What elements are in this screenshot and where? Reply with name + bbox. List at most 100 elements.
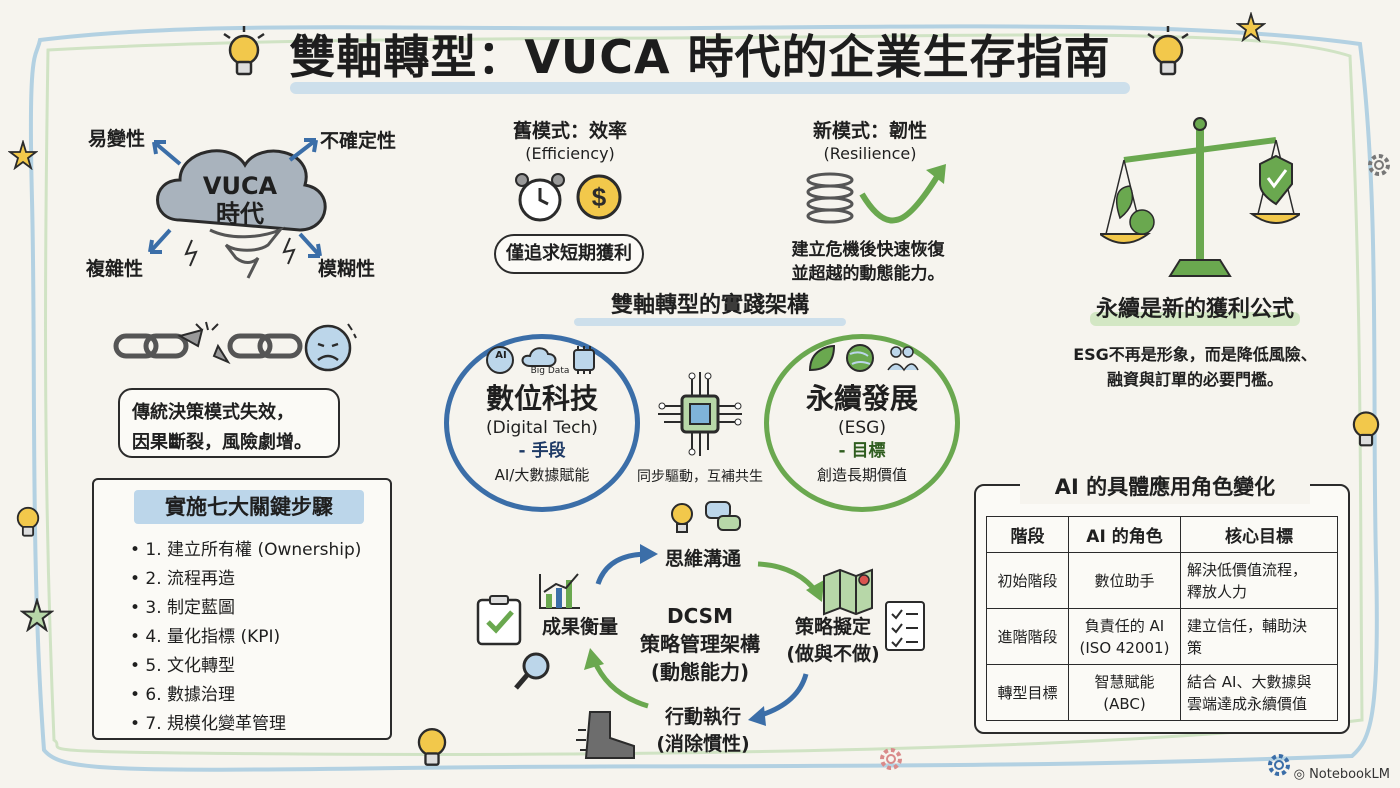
step-item: • 6. 數據治理 (130, 685, 236, 705)
ai-title-mask (1020, 470, 1310, 504)
dcsm-center-subtitle: 策略管理架構 (640, 632, 760, 656)
new-model-title: 新模式：韌性 (812, 120, 927, 142)
lightbulb-icon (1147, 26, 1189, 76)
worried-face-icon (304, 323, 357, 372)
dcsm-strategy: 策略擬定 (794, 616, 871, 638)
table-cell: 進階階段 (986, 608, 1069, 665)
table-cell: 負責任的 AI (ISO 42001) (1068, 608, 1181, 665)
dollar-coin-icon: $ (576, 174, 622, 220)
sustain-title-highlight (1090, 312, 1300, 326)
ai-table-header: 核心目標 (1180, 516, 1338, 553)
vuca-volatility: 易變性 (88, 128, 146, 150)
map-pin-icon (823, 568, 873, 616)
broken-decision-bubble: 傳統決策模式失效， 因果斷裂，風險劇增。 (118, 388, 340, 458)
table-cell: 初始階段 (986, 552, 1069, 609)
checklist-icon (885, 601, 925, 651)
step-item: • 7. 規模化變革管理 (130, 714, 287, 734)
steps-title: 實施七大關鍵步驟 (134, 490, 364, 524)
circuit-chip-icon (658, 372, 742, 456)
step-item: • 1. 建立所有權 (Ownership) (130, 540, 362, 560)
dcsm-cycle-arrows (584, 544, 824, 726)
big-data-icon-label: Big Data (530, 366, 570, 376)
page-title: 雙軸轉型：VUCA 時代的企業生存指南 (289, 30, 1111, 84)
gear-icon (1268, 754, 1290, 776)
spring-growth-icon (806, 164, 946, 224)
framework-sync: 同步驅動，互補共生 (637, 469, 763, 485)
table-cell: 結合 AI、大數據與 雲端達成永續價值 (1180, 664, 1338, 721)
notebooklm-watermark: ◎ NotebookLM (1293, 767, 1390, 782)
ai-table-title: AI 的具體應用角色變化 (1054, 475, 1276, 499)
vuca-cloud-sub: 時代 (216, 200, 264, 228)
old-model-subtitle: (Efficiency) (525, 144, 615, 163)
ai-icon-label: AI (495, 350, 507, 361)
dcsm-thinking: 思維溝通 (664, 548, 741, 570)
storm-cloud-icon (156, 149, 327, 279)
vuca-ambiguity: 模糊性 (318, 258, 376, 280)
dcsm-measure: 成果衡量 (541, 616, 618, 638)
gear-icon (1368, 154, 1390, 176)
table-cell: 智慧賦能 (ABC) (1068, 664, 1181, 721)
magnifier-icon (514, 652, 550, 690)
digital-title: 數位科技 (485, 382, 598, 415)
lightbulb-icon (223, 26, 265, 76)
star-icon (8, 140, 38, 170)
vuca-complexity: 複雜性 (86, 258, 144, 280)
dcsm-center-note: (動態能力) (650, 660, 750, 684)
digital-circle (444, 334, 640, 512)
digital-subtitle: (Digital Tech) (486, 418, 598, 438)
title-highlight (290, 82, 1130, 94)
ai-role-table: 階段 AI 的角色 核心目標 初始階段數位助手解決低價值流程， 釋放人力進階階段… (986, 516, 1338, 721)
vuca-arrows (148, 138, 322, 258)
framework-title-underline (574, 318, 846, 326)
bulb-chat-icon (671, 501, 741, 533)
steps-list: • 1. 建立所有權 (Ownership) • 2. 流程再造 • 3. 制定藍圖… (112, 536, 382, 739)
table-cell: 建立信任，輔助決 策 (1180, 608, 1338, 665)
new-model-subtitle: (Resilience) (823, 144, 917, 163)
dcsm-strategy-sub: (做與不做) (786, 643, 880, 665)
clipboard-check-icon (476, 595, 522, 646)
dcsm-center-title: DCSM (667, 604, 733, 628)
esg-title: 永續發展 (805, 382, 918, 415)
steps-card: 實施七大關鍵步驟 • 1. 建立所有權 (Ownership) • 2. 流程再造… (92, 478, 392, 740)
leaf-globe-people-icons (808, 344, 919, 372)
step-item: • 4. 量化指標 (KPI) (130, 627, 281, 647)
table-row: 進階階段負責任的 AI (ISO 42001)建立信任，輔助決 策 (986, 608, 1338, 665)
new-model-desc: 建立危機後快速恢復 並超越的動態能力。 (791, 240, 945, 284)
ai-bigdata-chip-icons (486, 346, 595, 374)
dcsm-action-sub: (消除慣性) (656, 733, 750, 755)
dcsm-action: 行動執行 (664, 706, 741, 728)
table-cell: 數位助手 (1068, 552, 1181, 609)
lightbulb-icon (16, 506, 40, 537)
sustain-desc: ESG不再是形象，而是降低風險、 融資與訂單的必要門檻。 (1073, 345, 1317, 389)
alarm-clock-icon (515, 173, 565, 222)
table-row: 初始階段數位助手解決低價值流程， 釋放人力 (986, 552, 1338, 609)
vuca-uncertainty: 不確定性 (320, 130, 397, 152)
gear-icon (880, 748, 902, 770)
old-model-bubble: 僅追求短期獲利 (494, 234, 644, 274)
star-icon (1236, 12, 1266, 42)
old-model-title: 舊模式：效率 (512, 120, 627, 142)
notebooklm-icon: ◎ (1293, 767, 1310, 782)
broken-chain-icon (113, 321, 303, 365)
esg-desc: 創造長期價值 (816, 466, 907, 484)
digital-role: - 手段 (518, 441, 566, 461)
star-icon (20, 598, 54, 632)
ai-table-header: 階段 (986, 516, 1069, 553)
framework-title: 雙軸轉型的實踐架構 (610, 293, 809, 318)
step-item: • 5. 文化轉型 (130, 656, 236, 676)
esg-circle (764, 334, 960, 512)
ai-table-header: AI 的角色 (1068, 516, 1181, 553)
balance-scale-icon (1100, 117, 1300, 277)
step-item: • 3. 制定藍圖 (130, 598, 236, 618)
esg-role: - 目標 (838, 441, 886, 461)
lightbulb-icon (1352, 411, 1380, 447)
step-item: • 2. 流程再造 (130, 569, 236, 589)
digital-desc: AI/大數據賦能 (494, 466, 590, 484)
table-cell: 解決低價值流程， 釋放人力 (1180, 552, 1338, 609)
vuca-cloud-label: VUCA (202, 172, 278, 200)
boot-icon (576, 711, 635, 759)
lightbulb-icon (417, 728, 447, 766)
sustain-title: 永續是新的獲利公式 (1095, 297, 1294, 322)
table-cell: 轉型目標 (986, 664, 1069, 721)
table-row: 轉型目標智慧賦能 (ABC)結合 AI、大數據與 雲端達成永續價值 (986, 664, 1338, 721)
